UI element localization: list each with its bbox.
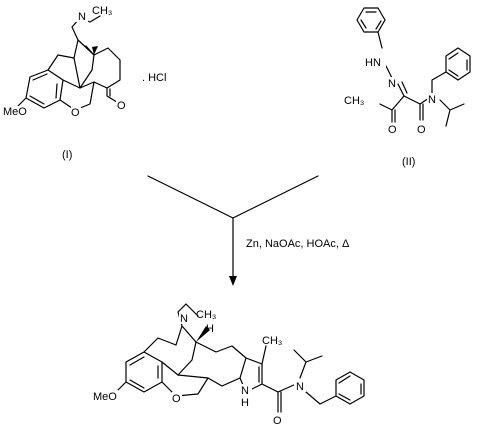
reactant-1-hcl-salt: . HCl (142, 72, 166, 84)
reactant-2-amide-nitrogen: N (428, 94, 436, 106)
product-amide-nitrogen: N (296, 381, 304, 393)
reaction-conditions: Zn, NaOAc, HOAc, Δ (246, 238, 350, 250)
reactant-1-ring-oxygen: O (71, 107, 80, 119)
reactant-2-ch3: CH₃ (344, 95, 364, 107)
reactant-2-oxygen-2: O (417, 124, 426, 136)
product-methoxy: MeO (93, 391, 117, 403)
reactant-2-oxygen-1: O (388, 124, 397, 136)
reactant-2-azo-nitrogen: N (388, 78, 396, 90)
product-h: H (206, 323, 214, 335)
reactant-1-n: N (78, 11, 86, 23)
product-amide-oxygen: O (273, 415, 282, 427)
product-structure (115, 303, 365, 413)
product-pyrrole-h: H (241, 397, 249, 409)
reactant-1-methoxy: MeO (3, 106, 27, 118)
product-n-ch3: CH₃ (196, 309, 216, 321)
product-pyrrole-n: N (241, 385, 249, 397)
reactant-1-label: (I) (62, 149, 72, 161)
reactant-1-ch3: CH₃ (92, 5, 112, 17)
product-ring-oxygen: O (172, 393, 181, 405)
product-n: N (180, 313, 188, 325)
reactant-1-ketone-oxygen: O (117, 100, 126, 112)
reactant-2-label: (II) (402, 156, 415, 168)
reaction-arrow (147, 175, 319, 286)
reactant-2-hn: HN (365, 57, 381, 69)
reactant-2-structure (356, 7, 471, 127)
product-pyrrole-ch3: CH₃ (262, 335, 282, 347)
reactant-1-structure (15, 15, 121, 111)
